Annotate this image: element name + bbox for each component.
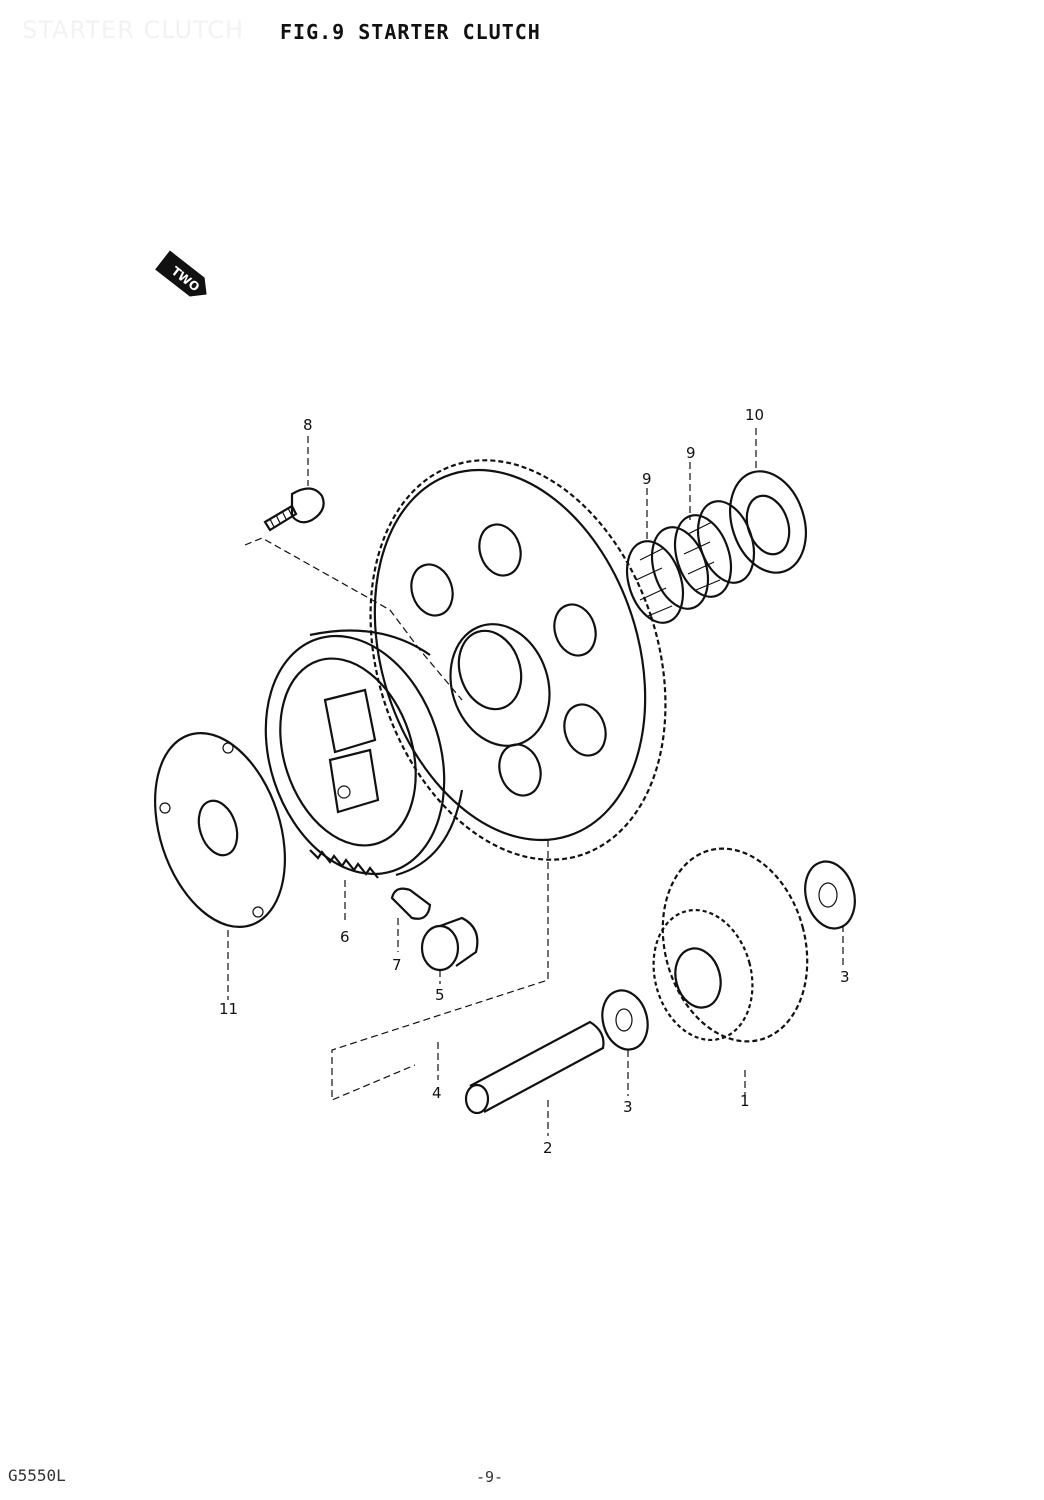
leader-lines <box>227 428 844 1136</box>
bearing-part-9-rear <box>673 500 756 598</box>
callout-1: 1 <box>740 1092 750 1110</box>
plate-part-11 <box>154 732 286 928</box>
callout-labels: 8 9 9 10 11 6 7 5 4 2 3 3 1 <box>219 406 850 1157</box>
shaft-part-2 <box>464 1020 605 1115</box>
plunger-part-7 <box>390 887 432 920</box>
callout-10: 10 <box>745 406 764 424</box>
direction-arrow-icon: TWO <box>155 250 207 297</box>
bolt-part-8 <box>263 487 325 532</box>
callout-6: 6 <box>340 928 350 946</box>
spring-part-6 <box>309 849 379 879</box>
callout-2: 2 <box>543 1139 553 1157</box>
page-number: -9- <box>476 1468 504 1486</box>
figure-title: FIG.9 STARTER CLUTCH <box>280 20 541 44</box>
callout-7: 7 <box>392 956 402 974</box>
callout-5: 5 <box>435 986 445 1004</box>
idle-gear-part-1 <box>652 847 809 1043</box>
roller-part-5 <box>420 916 479 972</box>
callout-11: 11 <box>219 1000 238 1018</box>
washer-part-10 <box>729 470 807 574</box>
starter-driven-gear <box>369 459 667 861</box>
callout-9-rear: 9 <box>686 444 696 462</box>
washer-part-3-rear <box>804 860 856 930</box>
callout-8: 8 <box>303 416 313 434</box>
callout-3-front: 3 <box>623 1098 633 1116</box>
callout-3-rear: 3 <box>840 968 850 986</box>
starter-clutch-body <box>264 629 464 877</box>
callout-4: 4 <box>432 1084 442 1102</box>
callout-9-front: 9 <box>642 470 652 488</box>
washer-part-3-front <box>601 989 649 1051</box>
footer-code: G5550L <box>8 1466 66 1485</box>
bearing-part-9-front <box>625 526 710 624</box>
header-ghost-text: STARTER CLUTCH <box>22 16 245 44</box>
